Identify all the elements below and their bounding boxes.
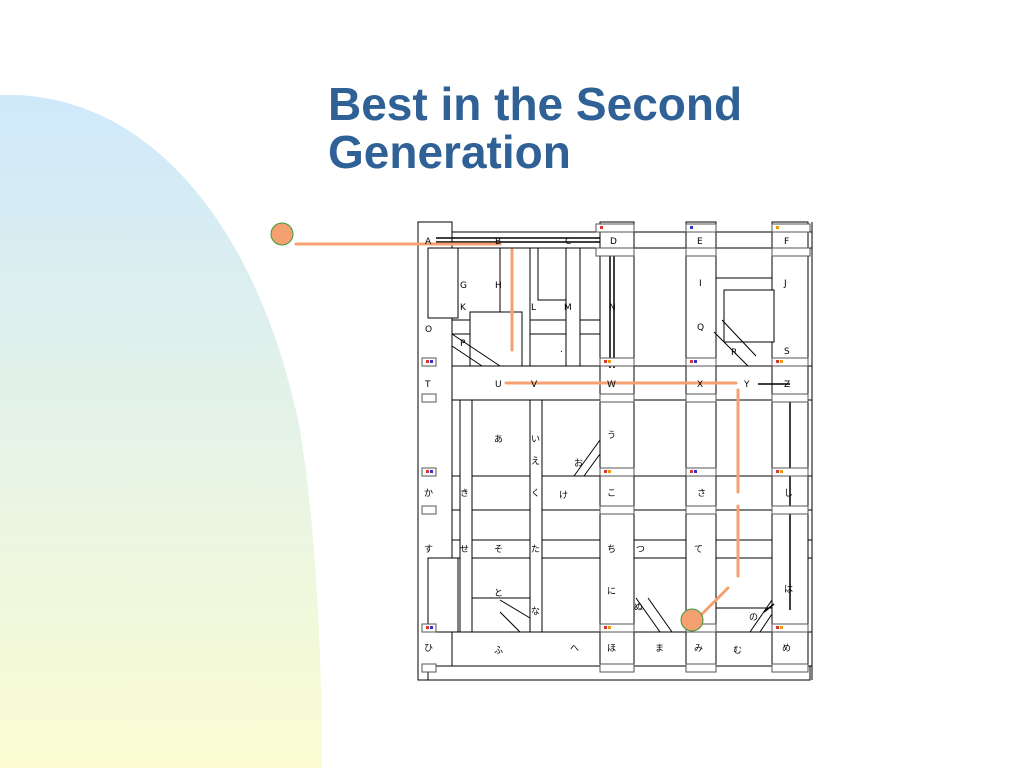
- label-V: V: [531, 380, 538, 390]
- label-U: U: [495, 380, 502, 390]
- label-me: め: [782, 643, 791, 654]
- label-to: と: [494, 588, 503, 599]
- label-N: N: [609, 303, 616, 313]
- label-ma: ま: [655, 643, 664, 654]
- diagonal-roads: [451, 319, 773, 633]
- label-dot: .: [560, 345, 563, 355]
- label-H: H: [495, 281, 502, 291]
- label-he: へ: [570, 644, 579, 654]
- label-R: R: [731, 348, 737, 358]
- label-ke: け: [559, 490, 568, 501]
- label-ho: ほ: [607, 643, 616, 654]
- label-J: J: [783, 279, 787, 289]
- route-start-node: [270, 222, 294, 246]
- center-lines: [436, 237, 791, 613]
- best-route: [294, 242, 740, 618]
- label-S: S: [784, 347, 790, 357]
- label-shi: し: [784, 488, 793, 499]
- label-i: い: [531, 435, 540, 445]
- label-Q: Q: [697, 323, 704, 333]
- label-ko: こ: [607, 489, 616, 499]
- label-chi: ち: [607, 544, 616, 555]
- label-L: L: [531, 303, 536, 313]
- label-E: E: [697, 237, 703, 247]
- slide-title-line-2: Generation: [328, 126, 571, 178]
- label-O: O: [425, 325, 432, 335]
- label-B: B: [495, 237, 501, 247]
- label-no: の: [749, 613, 758, 623]
- slide-title: Best in the Second Generation: [328, 80, 928, 176]
- label-e: え: [531, 456, 540, 467]
- label-te: て: [694, 545, 703, 555]
- route-end-node: [680, 608, 704, 632]
- label-a: あ: [494, 434, 503, 445]
- label-na: な: [531, 606, 540, 617]
- label-ku: く: [531, 489, 540, 499]
- label-ni: に: [607, 586, 616, 597]
- city-blocks: [427, 247, 811, 681]
- label-Z: Z: [784, 380, 790, 390]
- label-K: K: [460, 303, 467, 313]
- label-F: F: [784, 237, 789, 247]
- label-mu: む: [733, 645, 742, 656]
- label-u: う: [607, 430, 616, 441]
- map-labels: A B C D E F G H I J K L M N O P Q R S T …: [424, 237, 793, 656]
- label-W: W: [607, 380, 616, 390]
- label-se: せ: [460, 544, 469, 555]
- label-C: C: [565, 237, 571, 247]
- label-ha: は: [784, 584, 793, 595]
- label-sa: さ: [697, 488, 706, 499]
- label-T: T: [424, 380, 431, 390]
- label-nu: ぬ: [634, 602, 643, 613]
- label-D: D: [610, 237, 617, 247]
- label-G: G: [460, 281, 467, 291]
- label-tsu: つ: [636, 545, 645, 555]
- label-so: そ: [494, 544, 503, 555]
- label-A: A: [425, 237, 432, 247]
- label-o: お: [574, 458, 583, 469]
- label-mi: み: [694, 643, 703, 654]
- label-su: す: [424, 544, 433, 555]
- label-Y: Y: [743, 380, 750, 390]
- label-fu: ふ: [494, 645, 503, 656]
- label-ki: き: [460, 488, 469, 499]
- label-P: P: [460, 339, 466, 349]
- label-I: I: [699, 279, 702, 289]
- slide-title-line-1: Best in the Second: [328, 78, 743, 130]
- label-M: M: [564, 303, 572, 313]
- label-ta: た: [531, 544, 540, 555]
- label-X: X: [697, 380, 703, 390]
- label-hi: ひ: [424, 643, 433, 654]
- label-ka: か: [424, 488, 433, 499]
